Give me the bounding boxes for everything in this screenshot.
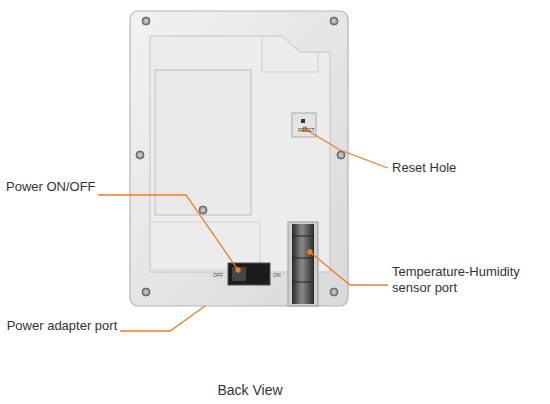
caption: Back View [150, 382, 350, 398]
device-marking: OFF [213, 272, 223, 278]
callout-label: Temperature-Humidity sensor port [392, 264, 542, 296]
device-marking: ON [273, 272, 281, 278]
leader-lines [98, 127, 388, 331]
device-marking: RESET [298, 127, 315, 133]
callout-label: Power adapter port [4, 318, 120, 334]
callout-label: Power ON/OFF [6, 179, 102, 195]
callout-label: Reset Hole [392, 160, 542, 176]
